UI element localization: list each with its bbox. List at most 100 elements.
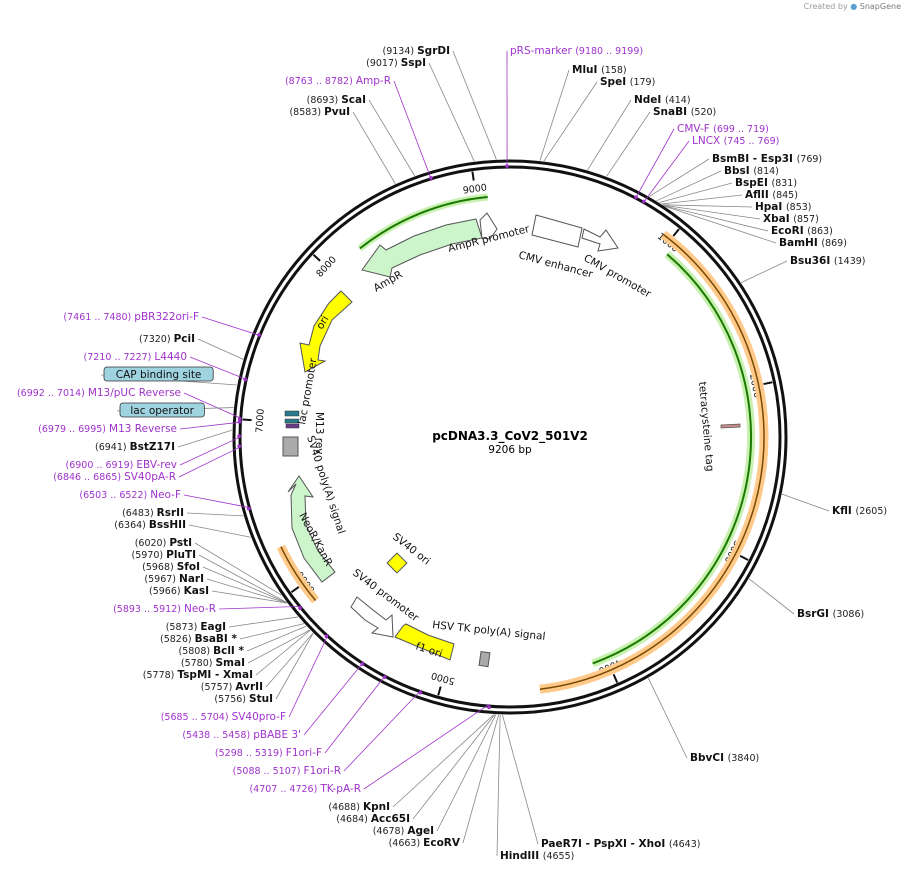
enzyme-label: (5780) SmaI [181, 657, 245, 669]
leader-line [265, 632, 314, 688]
enzyme-label: (5808) BclI * [179, 645, 245, 657]
enzyme-label: NdeI (414) [634, 94, 691, 106]
enzyme-label: HpaI (853) [755, 201, 812, 213]
enzyme-sgrdi: (9134) SgrDI [383, 45, 451, 57]
insert-orange-arc-line [539, 233, 765, 690]
tick-mark [612, 673, 619, 684]
primer-site-mark [298, 606, 302, 611]
primer-sv40pro-f: (5685 .. 5704) SV40pro-F [161, 711, 286, 723]
primer-site-mark [237, 444, 241, 448]
lac-operator-box [285, 423, 300, 429]
enzyme-label: (6364) BssHII [114, 519, 186, 531]
leader-line [393, 80, 433, 181]
enzyme-label: EcoRI (863) [771, 225, 833, 237]
leader-line [741, 260, 788, 284]
leader-line [642, 140, 690, 205]
leader-line [198, 554, 287, 603]
primer-prs-marker: pRS-marker (9180 .. 9199) [510, 45, 643, 57]
primer-site-mark [243, 377, 247, 382]
leader-line [179, 421, 243, 430]
leader-line [662, 204, 753, 208]
primer-neo-r: (5893 .. 5912) Neo-R [113, 603, 216, 615]
primer-label: (8763 .. 8782) Amp-R [285, 75, 391, 87]
leader-line [206, 578, 288, 604]
leader-line [661, 194, 743, 205]
sv40-promoter-arrow [350, 596, 394, 638]
orf-green-arc-line [592, 253, 753, 665]
credit-prefix: Created by [803, 2, 848, 11]
leader-line [436, 714, 497, 832]
leader-line [183, 392, 243, 420]
enzyme-label: PaeR7I - PspXI - XhoI (4643) [541, 838, 700, 850]
primer-tk-pa-r: (4707 .. 4726) TK-pA-R [249, 783, 361, 795]
enzyme-ndei: NdeI (414) [634, 94, 691, 106]
credit-brand: SnapGene [859, 2, 901, 11]
primer-label: (5298 .. 5319) F1ori-F [215, 747, 322, 759]
leader-line [412, 714, 495, 820]
primer-site-mark [487, 705, 491, 709]
leader-line [352, 111, 396, 184]
leader-line [201, 316, 262, 337]
enzyme-label: (7320) PciI [139, 333, 195, 345]
enzyme-sfoi: (5968) SfoI [142, 561, 200, 573]
enzyme-nari: (5967) NarI [144, 573, 204, 585]
leader-line [186, 512, 244, 517]
feature-box [119, 402, 205, 418]
sv40-polya-box [282, 436, 299, 457]
leader-line [606, 111, 651, 177]
feature-label-cmv-promoter: CMV promoter [582, 252, 654, 301]
insert-arcs [276, 193, 769, 694]
primer-site-mark [429, 176, 433, 180]
leader-line [189, 356, 249, 381]
primer-label: (6979 .. 6995) M13 Reverse [38, 423, 177, 435]
feature-label-cmv-enhancer: CMV enhancer [517, 249, 594, 281]
primer-amp-r: (8763 .. 8782) Amp-R [285, 75, 391, 87]
primer-site-mark [360, 662, 365, 666]
enzyme-bsu36i: Bsu36I (1439) [790, 255, 866, 267]
leader-line [634, 128, 675, 200]
primer-site-mark [505, 164, 509, 168]
enzyme-psti: (6020) PstI [135, 537, 192, 549]
tick-label: 5000 [430, 669, 456, 686]
enzyme-snabi: SnaBI (520) [653, 106, 716, 118]
enzyme-label: (5970) PluTI [132, 549, 196, 561]
leader-line [303, 661, 365, 736]
primer-l4440: (7210 .. 7227) L4440 [84, 351, 187, 363]
primer-pbr322ori-f: (7461 .. 7480) pBR322ori-F [63, 311, 199, 323]
enzyme-paer7i: PaeR7I - PspXI - XhoI (4643) [541, 838, 700, 850]
backbone-outer-circle [232, 159, 788, 715]
enzyme-stui: (5756) StuI [214, 693, 273, 705]
feature-label-hsv-tk-polya: HSV TK poly(A) signal [432, 619, 546, 643]
enzyme-label: BbsI (814) [724, 165, 779, 177]
enzyme-bbsi: BbsI (814) [724, 165, 779, 177]
leader-line [179, 435, 243, 466]
enzyme-label: SpeI (179) [600, 76, 655, 88]
sv40-ori-box [386, 552, 408, 574]
leader-line [183, 494, 252, 509]
hsv-tk-polya-box [478, 650, 491, 668]
enzyme-label: (4684) Acc65I [336, 813, 410, 825]
enzyme-kpni: (4688) KpnI [328, 801, 390, 813]
leader-line [502, 714, 539, 845]
primer-ebv-rev: (6900 .. 6919) EBV-rev [65, 459, 177, 471]
primer-label: (7461 .. 7480) pBR322ori-F [63, 311, 199, 323]
leader-line [656, 170, 722, 202]
leader-line [428, 62, 475, 162]
primer-label: (7210 .. 7227) L4440 [84, 351, 187, 363]
primer-site-mark [642, 199, 646, 204]
enzyme-bamhi: BamHI (869) [779, 237, 847, 249]
leader-line [452, 50, 497, 160]
enzyme-mlui: MluI (158) [572, 64, 627, 76]
primer-label: (4707 .. 4726) TK-pA-R [249, 783, 361, 795]
primer-site-mark [418, 690, 423, 695]
leader-line [659, 182, 733, 203]
enzyme-tspmi: (5778) TspMI - XmaI [143, 669, 253, 681]
enzyme-smai: (5780) SmaI [181, 657, 245, 669]
leader-line [188, 524, 251, 538]
leader-line [211, 590, 288, 604]
tick-label: 9000 [462, 182, 487, 196]
leader-line [178, 445, 243, 478]
leader-line [496, 714, 501, 857]
leader-line [664, 205, 769, 232]
enzyme-aflii: AflII (845) [745, 189, 798, 201]
